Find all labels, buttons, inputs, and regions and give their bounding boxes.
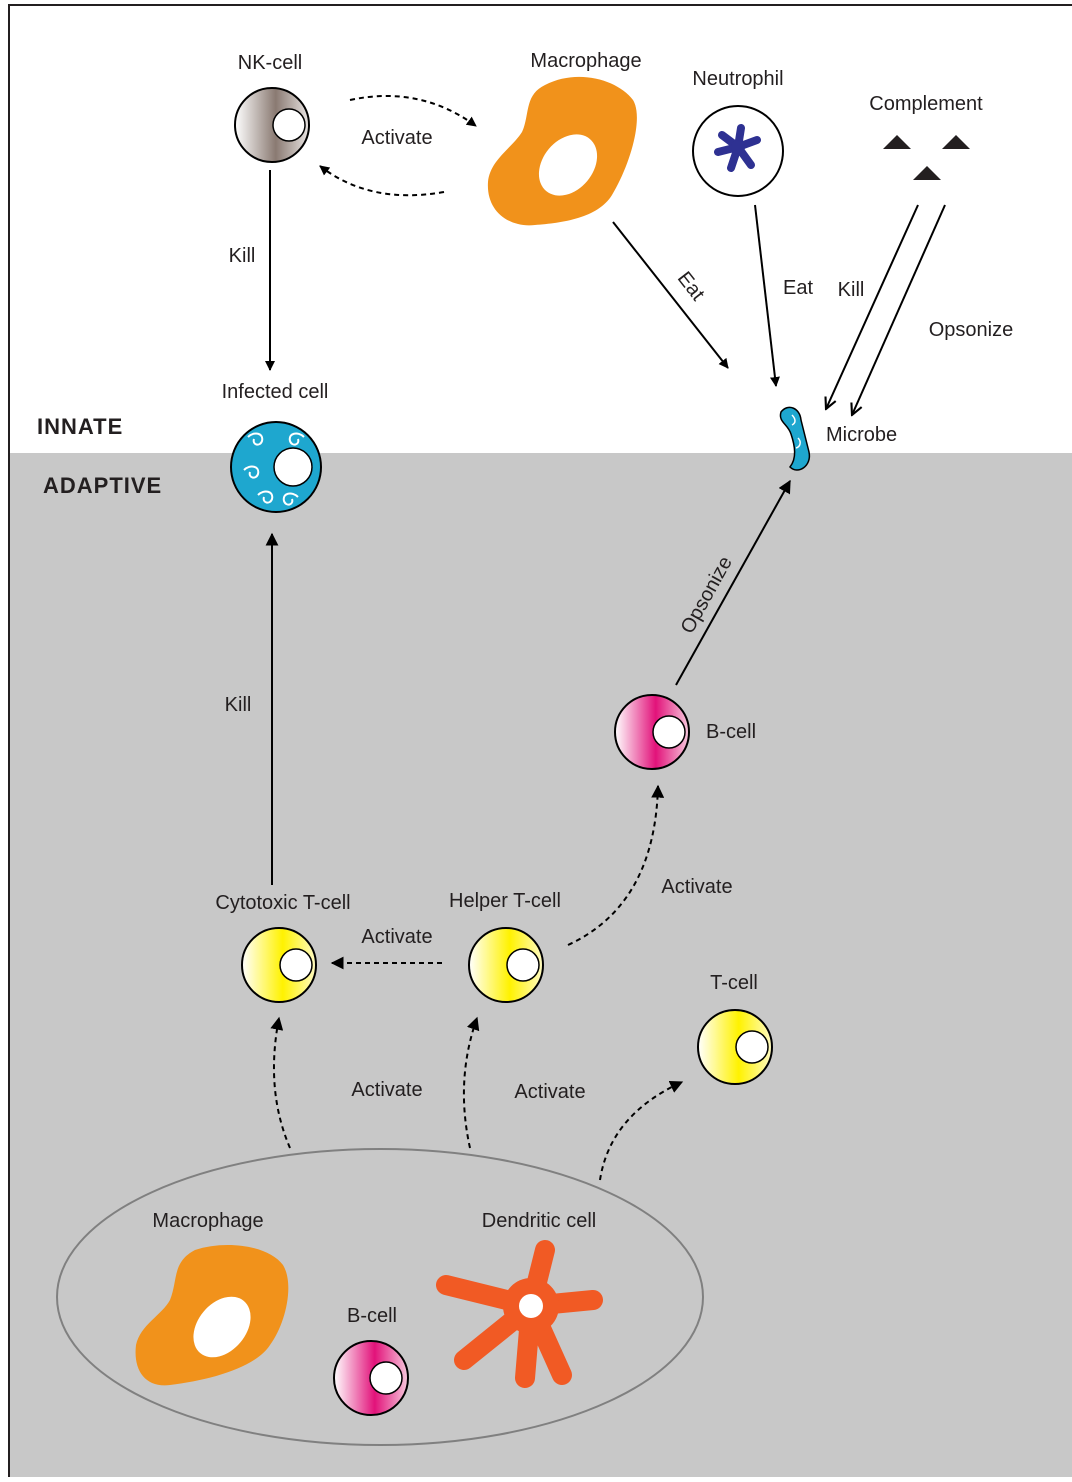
- macrophage-icon: [487, 76, 637, 226]
- microbe-label: Microbe: [826, 424, 897, 446]
- dendritic-cell-icon: [436, 1240, 603, 1388]
- neutrophil-label: Neutrophil: [692, 68, 783, 90]
- complement-kill-arrow: [826, 204, 919, 409]
- t-cell-icon: [697, 1009, 773, 1085]
- complement-label: Complement: [869, 93, 983, 115]
- b-cell-opsonize-arrow: [675, 479, 791, 686]
- b-cell-bottom-label: B-cell: [347, 1305, 397, 1327]
- activate-nk-to-macrophage-arrow: [349, 95, 477, 127]
- helper-activate-cytotoxic-label: Activate: [361, 926, 432, 948]
- adaptive-label: ADAPTIVE: [43, 473, 162, 498]
- infected-cell-label: Infected cell: [222, 381, 329, 403]
- microbe-icon: [779, 406, 811, 471]
- helper-activate-b-cell-label: Activate: [661, 876, 732, 898]
- apc-activate-cytotoxic-arrow: [270, 1016, 291, 1149]
- complement-opsonize-label: Opsonize: [929, 319, 1014, 341]
- dendritic-cell-label: Dendritic cell: [482, 1210, 596, 1232]
- apc-activate-helper-arrow: [462, 1016, 480, 1149]
- apc-activate-helper-label: Activate: [514, 1081, 585, 1103]
- nk-cell-label: NK-cell: [238, 52, 302, 74]
- complement-icon: [883, 135, 970, 180]
- nk-kill-label: Kill: [229, 245, 256, 267]
- neutrophil-eat-label: Eat: [783, 277, 813, 299]
- apc-activate-t-cell-arrow: [599, 1080, 684, 1181]
- b-cell-icon: [614, 694, 690, 770]
- nk-cell-icon: [234, 87, 310, 163]
- diagram-border: [8, 4, 1072, 1482]
- neutrophil-icon: [692, 105, 784, 197]
- cytotoxic-t-cell-icon: [241, 927, 317, 1003]
- complement-opsonize-arrow: [852, 204, 946, 415]
- helper-t-cell-icon: [468, 927, 544, 1003]
- activate-nk-macrophage-label: Activate: [361, 127, 432, 149]
- macrophage-bottom-label: Macrophage: [152, 1210, 263, 1232]
- macrophage-label: Macrophage: [530, 50, 641, 72]
- b-cell-bottom-icon: [333, 1340, 409, 1416]
- cytotoxic-kill-label: Kill: [225, 694, 252, 716]
- neutrophil-eat-arrow: [754, 204, 780, 387]
- b-cell-label: B-cell: [706, 721, 756, 743]
- t-cell-label: T-cell: [710, 972, 758, 994]
- helper-t-cell-label: Helper T-cell: [449, 890, 561, 912]
- complement-kill-label: Kill: [838, 279, 865, 301]
- macrophage-bottom-icon: [135, 1245, 289, 1386]
- antigen-presenting-cells-group: [56, 1148, 704, 1446]
- apc-activate-cytotoxic-label: Activate: [351, 1079, 422, 1101]
- innate-label: INNATE: [37, 414, 123, 439]
- cytotoxic-t-cell-label: Cytotoxic T-cell: [215, 892, 350, 914]
- helper-activate-b-cell-arrow: [567, 784, 665, 946]
- macrophage-eat-arrow: [612, 221, 729, 369]
- infected-cell-icon: [230, 421, 322, 513]
